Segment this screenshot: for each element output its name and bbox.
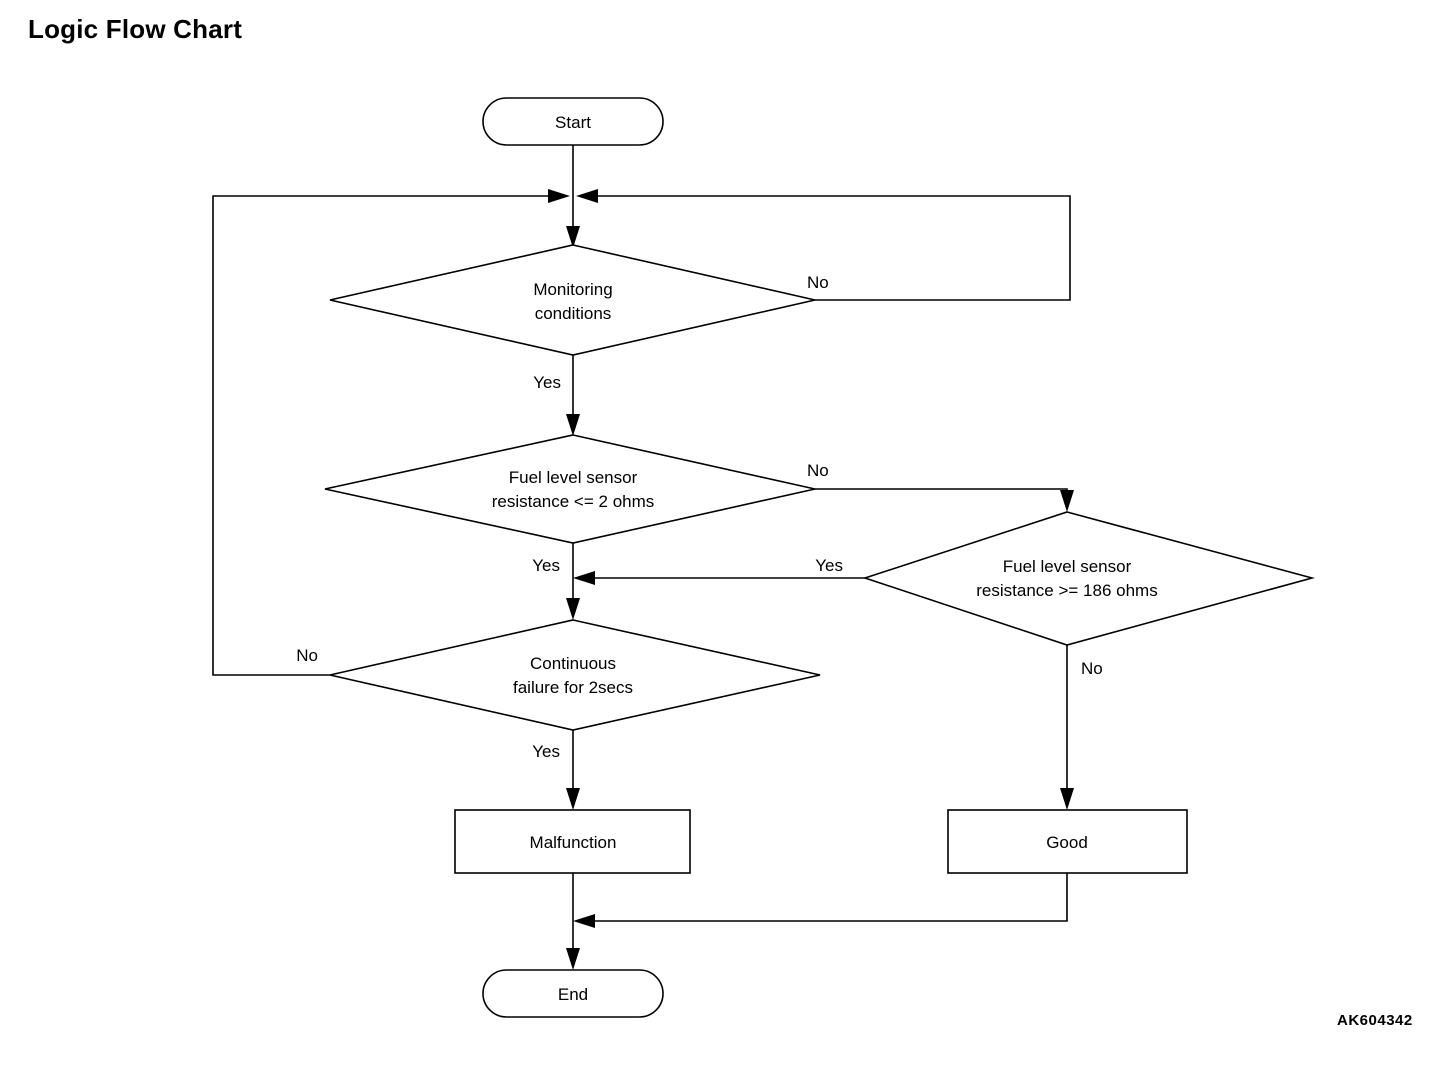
arrowhead-into-contfail	[566, 598, 580, 620]
arrowhead-into-end	[566, 948, 580, 970]
arrowhead-monitoring-no-to-junction	[576, 189, 598, 203]
continuous-failure-label-line2: failure for 2secs	[513, 678, 633, 697]
edge-label-reshigh-yes: Yes	[815, 556, 843, 575]
monitoring-label-line2: conditions	[535, 304, 612, 323]
page-title: Logic Flow Chart	[28, 14, 243, 44]
end-label: End	[558, 985, 588, 1004]
resistance-low-label-line1: Fuel level sensor	[509, 468, 638, 487]
arrowhead-into-monitoring	[566, 226, 580, 248]
node-good[interactable]: Good	[947, 809, 1188, 874]
edge-label-contfail-yes: Yes	[532, 742, 560, 761]
edge-good-to-end	[584, 873, 1068, 922]
good-label: Good	[1046, 833, 1088, 852]
node-resistance-high[interactable]: Fuel level sensor resistance >= 186 ohms	[862, 511, 1316, 646]
node-continuous-failure[interactable]: Continuous failure for 2secs	[329, 619, 821, 731]
start-shape	[482, 97, 664, 146]
resistance-low-shape	[324, 434, 816, 544]
arrowhead-good-to-end-spine	[573, 914, 595, 928]
malfunction-label: Malfunction	[530, 833, 617, 852]
node-resistance-low[interactable]: Fuel level sensor resistance <= 2 ohms	[324, 434, 816, 544]
end-shape	[482, 969, 664, 1018]
resistance-high-shape	[862, 511, 1316, 646]
edge-label-reslow-no: No	[807, 461, 829, 480]
node-malfunction[interactable]: Malfunction	[454, 809, 691, 874]
edge-reslow-no	[815, 488, 1068, 504]
monitoring-shape	[329, 244, 816, 356]
continuous-failure-label-line1: Continuous	[530, 654, 616, 673]
node-start[interactable]: Start	[482, 97, 664, 146]
monitoring-label-line1: Monitoring	[533, 280, 612, 299]
node-monitoring-conditions[interactable]: Monitoring conditions	[329, 244, 816, 356]
arrowhead-into-res-high	[1060, 490, 1074, 512]
node-end[interactable]: End	[482, 969, 664, 1018]
start-label: Start	[555, 113, 591, 132]
resistance-low-label-line2: resistance <= 2 ohms	[492, 492, 655, 511]
resistance-high-label-line2: resistance >= 186 ohms	[976, 581, 1157, 600]
edge-monitoring-no	[584, 195, 1071, 301]
reference-code: AK604342	[1337, 1012, 1413, 1029]
edge-label-monitoring-yes: Yes	[533, 373, 561, 392]
malfunction-shape	[454, 809, 691, 874]
arrowhead-contfail-no-to-junction	[548, 189, 570, 203]
edge-contfail-no	[212, 195, 562, 676]
good-shape	[947, 809, 1188, 874]
edge-label-monitoring-no: No	[807, 273, 829, 292]
arrowhead-reshigh-yes-to-spine	[573, 571, 595, 585]
arrowhead-into-malfunction	[566, 788, 580, 810]
arrowhead-into-res-low	[566, 414, 580, 436]
resistance-high-label-line1: Fuel level sensor	[1003, 557, 1132, 576]
edge-label-reshigh-no: No	[1081, 659, 1103, 678]
edge-label-reslow-yes: Yes	[532, 556, 560, 575]
arrowhead-into-good	[1060, 788, 1074, 810]
edge-label-contfail-no: No	[296, 646, 318, 665]
continuous-failure-shape	[329, 619, 821, 731]
